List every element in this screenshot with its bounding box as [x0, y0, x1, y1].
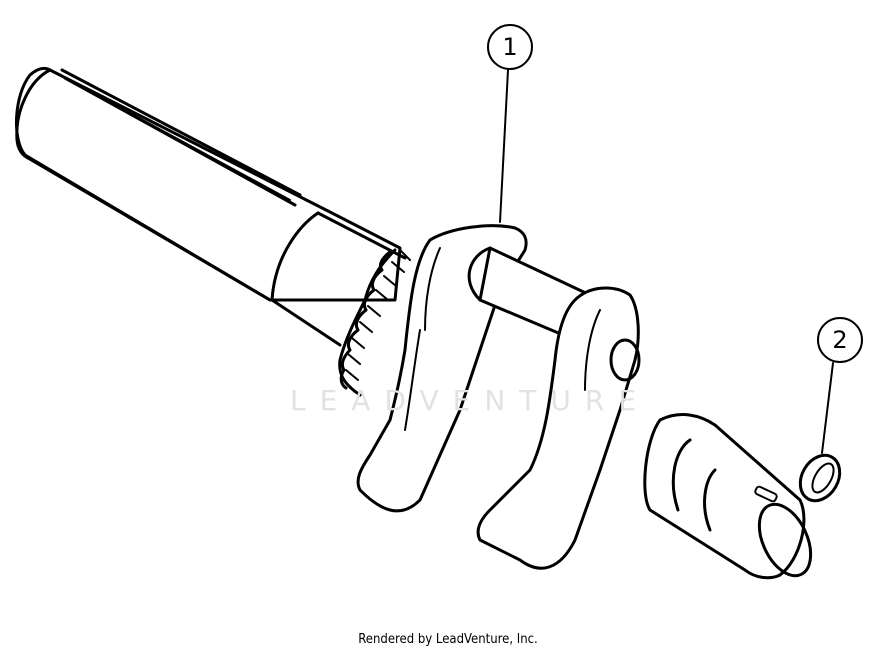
- footer-credit: Rendered by LeadVenture, Inc.: [358, 632, 538, 647]
- crankshaft-taper-end: [643, 413, 813, 580]
- callout-1-label: 1: [502, 33, 517, 61]
- callout-2[interactable]: 2: [817, 317, 863, 454]
- callout-1[interactable]: 1: [487, 24, 533, 223]
- rear-counterweight: [476, 286, 641, 570]
- crankshaft-shaft: [15, 66, 407, 347]
- timing-gear: [338, 248, 411, 397]
- part-2-ring: [798, 453, 842, 503]
- callout-2-label: 2: [832, 326, 847, 354]
